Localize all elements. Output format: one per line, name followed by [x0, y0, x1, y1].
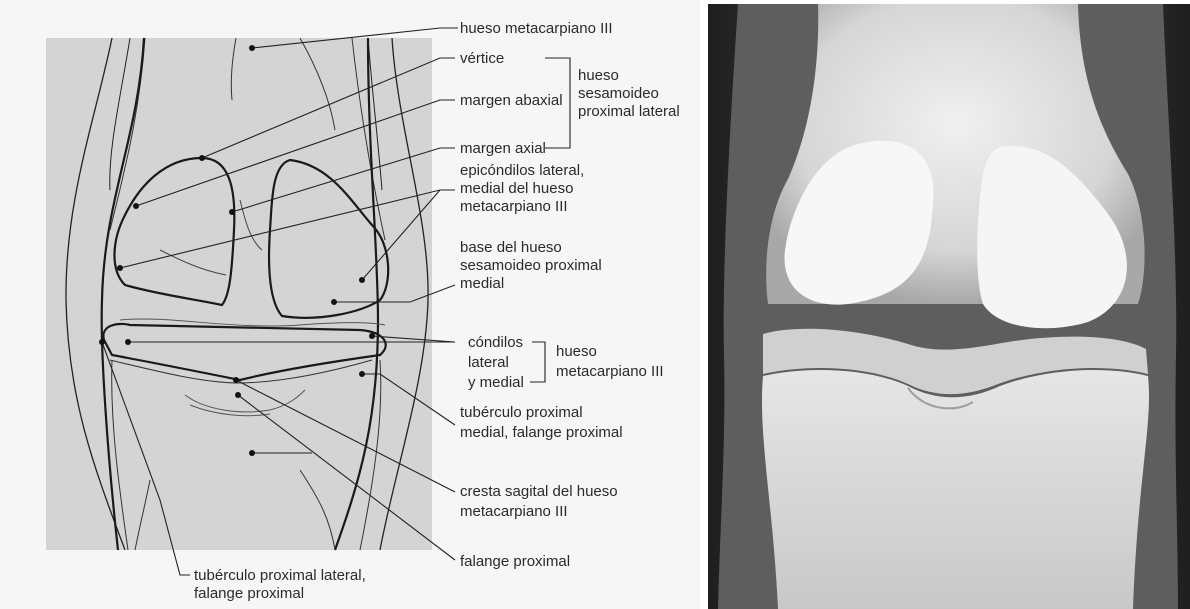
drawing-background: [46, 38, 432, 550]
label-condyles-3: y medial: [468, 374, 524, 391]
dot-abaxial: [133, 203, 139, 209]
dot-epicondyle-medial: [359, 277, 365, 283]
dot-metacarpal: [249, 45, 255, 51]
dot-condyle-lateral: [125, 339, 131, 345]
label-proximal-phalanx: falange proximal: [460, 553, 570, 570]
label-epicondyles-1: epicóndilos lateral,: [460, 162, 584, 179]
label-sesamoid-group-3: proximal lateral: [578, 103, 680, 120]
label-lateral-tubercle-2: falange proximal: [194, 585, 304, 602]
radiograph-image: [708, 4, 1190, 609]
label-condyles-2: lateral: [468, 354, 509, 371]
label-medial-tubercle-1: tubérculo proximal: [460, 404, 583, 421]
label-epicondyles-2: medial del hueso: [460, 180, 573, 197]
dot-sesamoid-base: [331, 299, 337, 305]
label-epicondyles-3: metacarpiano III: [460, 198, 568, 215]
label-lateral-tubercle-1: tubérculo proximal lateral,: [194, 567, 366, 584]
label-sesamoid-base-2: sesamoideo proximal: [460, 257, 602, 274]
label-sesamoid-group-1: hueso: [578, 67, 619, 84]
dot-proximal-phalanx-crest: [235, 392, 241, 398]
proximal-phalanx: [762, 370, 1149, 609]
anatomical-diagram: hueso metacarpiano III vértice margen ab…: [0, 0, 700, 609]
dot-vertex: [199, 155, 205, 161]
dot-lateral-tubercle: [99, 339, 105, 345]
label-abaxial-margin: margen abaxial: [460, 92, 563, 109]
dot-medial-tubercle: [359, 371, 365, 377]
label-medial-tubercle-2: medial, falange proximal: [460, 424, 623, 441]
label-sesamoid-base-1: base del hueso: [460, 239, 562, 256]
label-metacarpal: hueso metacarpiano III: [460, 20, 613, 37]
label-sagittal-crest-2: metacarpiano III: [460, 503, 568, 520]
label-condyles-1: cóndilos: [468, 334, 523, 351]
label-condyles-group-2: metacarpiano III: [556, 363, 664, 380]
label-vertex: vértice: [460, 50, 504, 67]
label-condyles-group-1: hueso: [556, 343, 597, 360]
label-sesamoid-group-2: sesamoideo: [578, 85, 659, 102]
dot-condyle-medial: [369, 333, 375, 339]
label-sagittal-crest-1: cresta sagital del hueso: [460, 483, 618, 500]
dot-proximal-phalanx: [249, 450, 255, 456]
dot-sagittal-crest: [233, 377, 239, 383]
dot-epicondyle-lateral: [117, 265, 123, 271]
label-axial-margin: margen axial: [460, 140, 546, 157]
dot-axial: [229, 209, 235, 215]
label-sesamoid-base-3: medial: [460, 275, 504, 292]
